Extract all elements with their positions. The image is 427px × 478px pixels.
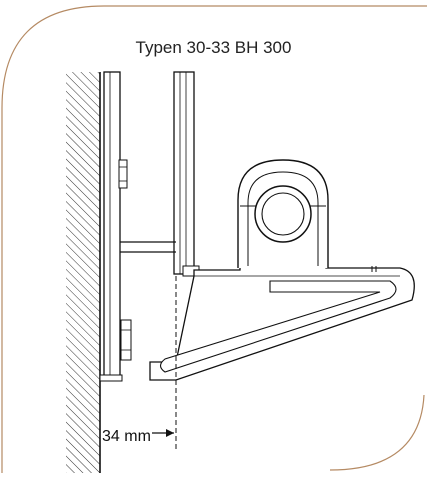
dimension-label: 34 mm xyxy=(101,428,152,446)
bolt-upper xyxy=(118,159,128,189)
bolt-lower xyxy=(120,319,132,361)
plate-foot xyxy=(99,374,123,382)
appliance-panel xyxy=(173,71,195,275)
arm-slot xyxy=(159,280,397,373)
frame-outline xyxy=(1,5,427,473)
wall-hatch xyxy=(66,72,100,473)
back-plate xyxy=(103,71,121,381)
frame-outline-bottom xyxy=(329,394,425,471)
pipe-inner xyxy=(261,192,305,236)
diagram-title: Typen 30-33 BH 300 xyxy=(135,38,292,57)
